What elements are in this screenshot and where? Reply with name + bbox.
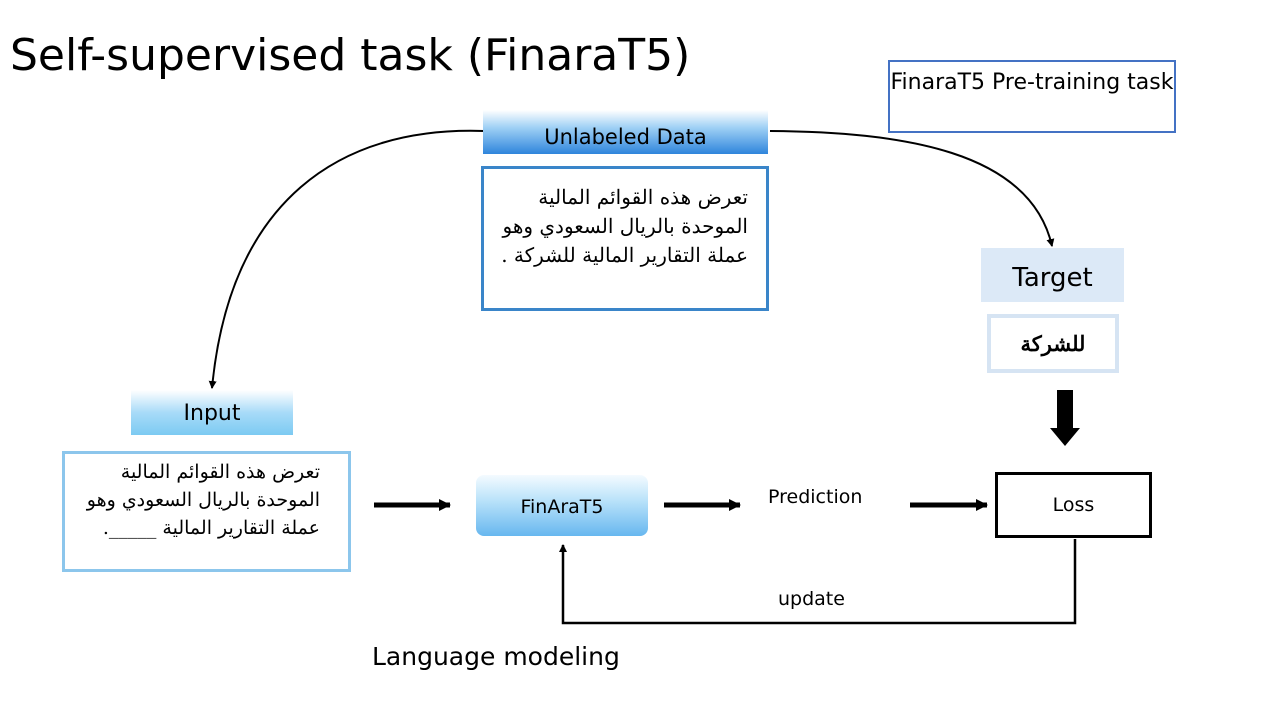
prediction-label: Prediction — [768, 486, 863, 508]
model-node: FinAraT5 — [476, 475, 648, 536]
unlabeled-text-line: الموحدة بالريال السعودي وهو — [502, 214, 748, 238]
target-header: Target — [981, 248, 1124, 302]
unlabeled-data-text-box: تعرض هذه القوائم المالية الموحدة بالريال… — [481, 166, 769, 311]
input-header: Input — [131, 390, 293, 435]
update-label: update — [778, 588, 845, 610]
unlabeled-to-input-arrow — [208, 129, 485, 389]
page-title: Self-supervised task (FinaraT5) — [10, 30, 691, 81]
legend-box: FinaraT5 Pre-training task — [888, 60, 1176, 133]
unlabeled-data-header: Unlabeled Data — [483, 110, 768, 154]
input-text-line: عملة التقارير المالية _____. — [102, 517, 320, 539]
input-text-line: الموحدة بالريال السعودي وهو — [86, 489, 320, 511]
input-text-box: تعرض هذه القوائم المالية الموحدة بالريال… — [62, 451, 351, 572]
caption: Language modeling — [372, 642, 620, 671]
target-to-loss-arrow — [1050, 390, 1080, 446]
target-value-box: للشركة — [987, 314, 1119, 373]
unlabeled-text-line: عملة التقارير المالية للشركة . — [501, 243, 748, 267]
update-feedback-arrow — [559, 539, 1077, 625]
unlabeled-text-line: تعرض هذه القوائم المالية — [538, 185, 748, 209]
unlabeled-to-target-arrow — [769, 130, 1055, 247]
input-text-line: تعرض هذه القوائم المالية — [120, 461, 320, 483]
loss-box: Loss — [995, 472, 1152, 538]
